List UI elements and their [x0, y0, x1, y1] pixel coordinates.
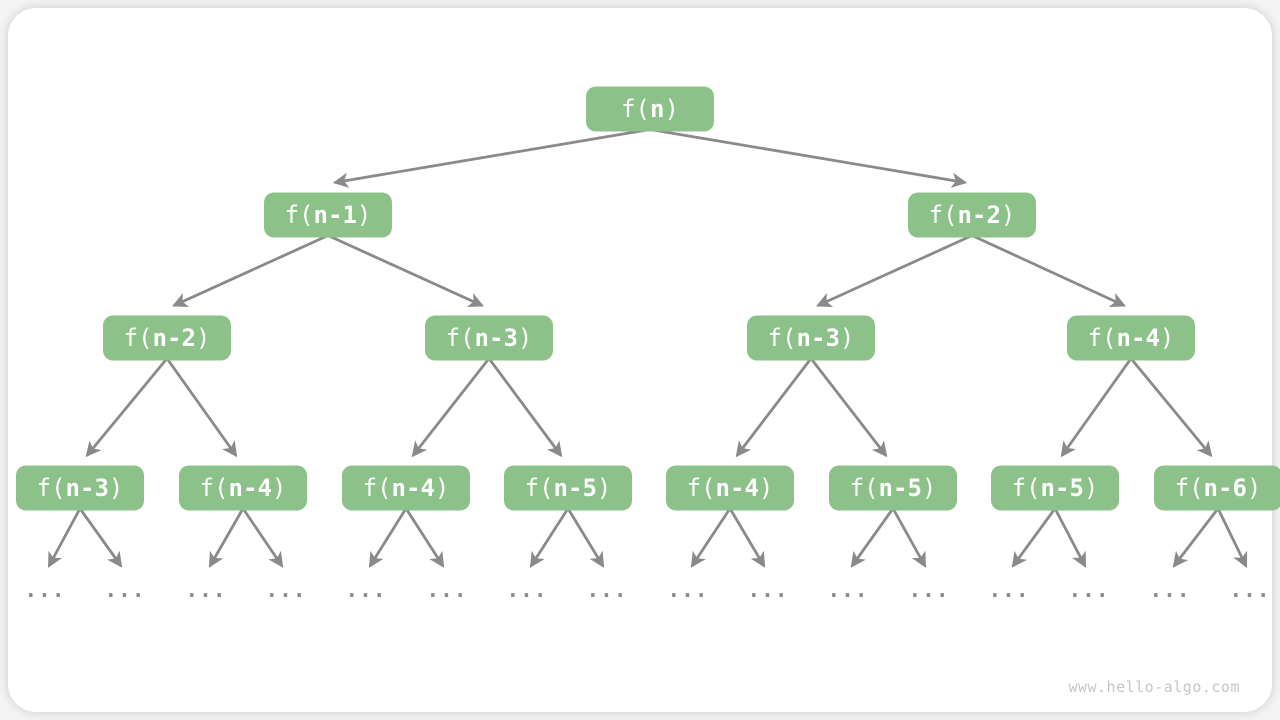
ellipsis-leaf: ...	[105, 578, 146, 602]
tree-edge-arrow	[208, 507, 245, 568]
tree-edge-arrow	[78, 507, 123, 568]
ellipsis-leaf: ...	[668, 578, 709, 602]
tree-edge-arrow	[850, 507, 895, 568]
tree-edge-arrow	[735, 357, 813, 458]
tree-edge-arrow	[1060, 357, 1133, 458]
ellipsis-leaf: ...	[1069, 578, 1110, 602]
tree-node-box	[504, 465, 632, 511]
tree-node-n13: f(n-5)	[991, 465, 1119, 511]
tree-node-n9: f(n-4)	[342, 465, 470, 511]
tree-edge-arrow	[241, 507, 284, 568]
tree-edge-arrow	[728, 507, 766, 568]
ellipsis-leaf: ...	[909, 578, 950, 602]
tree-edge-arrow	[891, 507, 927, 568]
tree-node-label: f(n-1)	[285, 201, 372, 229]
tree-edge-arrow	[487, 357, 563, 458]
tree-node-label: f(n-4)	[363, 474, 450, 502]
tree-edge-arrow	[529, 507, 570, 568]
tree-edge-arrow	[690, 507, 732, 568]
tree-node-box	[425, 315, 553, 361]
tree-node-box	[16, 465, 144, 511]
tree-node-label: f(n)	[621, 95, 679, 123]
ellipsis-leaf: ...	[427, 578, 468, 602]
tree-node-box	[991, 465, 1119, 511]
ellipsis-leaf: ...	[25, 578, 66, 602]
tree-edge-arrow	[809, 357, 888, 458]
ellipsis-leaf: ...	[587, 578, 628, 602]
tree-node-n12: f(n-5)	[829, 465, 957, 511]
tree-node-n10: f(n-5)	[504, 465, 632, 511]
tree-edge-arrow	[1129, 357, 1213, 458]
tree-node-box	[1154, 465, 1280, 511]
tree-node-label: f(n-3)	[768, 324, 855, 352]
tree-node-label: f(n-2)	[124, 324, 211, 352]
watermark: www.hello-algo.com	[1068, 678, 1240, 696]
tree-node-n5: f(n-3)	[747, 315, 875, 361]
tree-edge-arrow	[47, 507, 82, 568]
tree-edge-arrow	[85, 357, 169, 458]
tree-node-label: f(n-3)	[446, 324, 533, 352]
tree-node-label: f(n-5)	[850, 474, 937, 502]
tree-edge-arrow	[1011, 507, 1057, 568]
tree-node-box	[908, 192, 1036, 238]
tree-node-label: f(n-6)	[1175, 474, 1262, 502]
edges-layer	[47, 128, 1248, 568]
tree-node-label: f(n-4)	[200, 474, 287, 502]
tree-node-label: f(n-5)	[525, 474, 612, 502]
tree-edge-arrow	[1216, 507, 1248, 568]
ellipsis-leaf: ...	[828, 578, 869, 602]
tree-edge-arrow	[404, 507, 445, 568]
tree-node-box	[747, 315, 875, 361]
tree-edge-arrow	[165, 357, 238, 458]
ellipsis-leaf: ...	[266, 578, 307, 602]
tree-edge-arrow	[566, 507, 605, 568]
tree-edge-arrow	[816, 234, 973, 308]
ellipsis-leaf: ...	[1230, 578, 1271, 602]
tree-edge-arrow	[649, 128, 968, 188]
tree-node-box	[179, 465, 307, 511]
tree-node-box	[829, 465, 957, 511]
tree-node-box	[264, 192, 392, 238]
ellipsis-leaf: ...	[748, 578, 789, 602]
tree-node-n3: f(n-2)	[103, 315, 231, 361]
tree-node-label: f(n-2)	[929, 201, 1016, 229]
ellipsis-leaf: ...	[186, 578, 227, 602]
tree-node-n14: f(n-6)	[1154, 465, 1280, 511]
tree-edge-arrow	[411, 357, 491, 458]
tree-edge-arrow	[172, 234, 329, 308]
tree-node-n4: f(n-3)	[425, 315, 553, 361]
ellipsis-leaf: ...	[989, 578, 1030, 602]
tree-node-box	[342, 465, 470, 511]
ellipsis-leaf: ...	[346, 578, 387, 602]
tree-edge-arrow	[332, 128, 651, 188]
tree-node-label: f(n-5)	[1012, 474, 1099, 502]
diagram-card: f(n) f(n-1) f(n-2) f(n-2) f(n-3) f(n-3) f(n-4)…	[8, 8, 1280, 712]
tree-node-box	[666, 465, 794, 511]
ellipsis-leaf: ...	[507, 578, 548, 602]
tree-edge-arrow	[327, 234, 484, 308]
tree-node-n8: f(n-4)	[179, 465, 307, 511]
tree-node-label: f(n-4)	[687, 474, 774, 502]
tree-node-box	[1067, 315, 1195, 361]
tree-node-label: f(n-4)	[1088, 324, 1175, 352]
tree-edge-arrow	[1172, 507, 1220, 568]
ellipsis-leaf: ...	[1150, 578, 1191, 602]
tree-edge-arrow	[1053, 507, 1087, 568]
tree-node-n7: f(n-3)	[16, 465, 144, 511]
tree-node-box	[586, 86, 714, 132]
ellipsis-layer: ........................................…	[25, 578, 1271, 602]
tree-node-n2: f(n-2)	[908, 192, 1036, 238]
tree-node-n0: f(n)	[586, 86, 714, 132]
tree-node-n1: f(n-1)	[264, 192, 392, 238]
tree-node-n6: f(n-4)	[1067, 315, 1195, 361]
tree-node-label: f(n-3)	[37, 474, 124, 502]
nodes-layer: f(n) f(n-1) f(n-2) f(n-2) f(n-3) f(n-3) f(n-4)…	[16, 86, 1280, 511]
tree-node-n11: f(n-4)	[666, 465, 794, 511]
recursion-tree-svg: f(n) f(n-1) f(n-2) f(n-2) f(n-3) f(n-3) f(n-4)…	[16, 86, 1280, 602]
tree-node-box	[103, 315, 231, 361]
tree-edge-arrow	[971, 234, 1126, 307]
tree-edge-arrow	[368, 507, 408, 568]
